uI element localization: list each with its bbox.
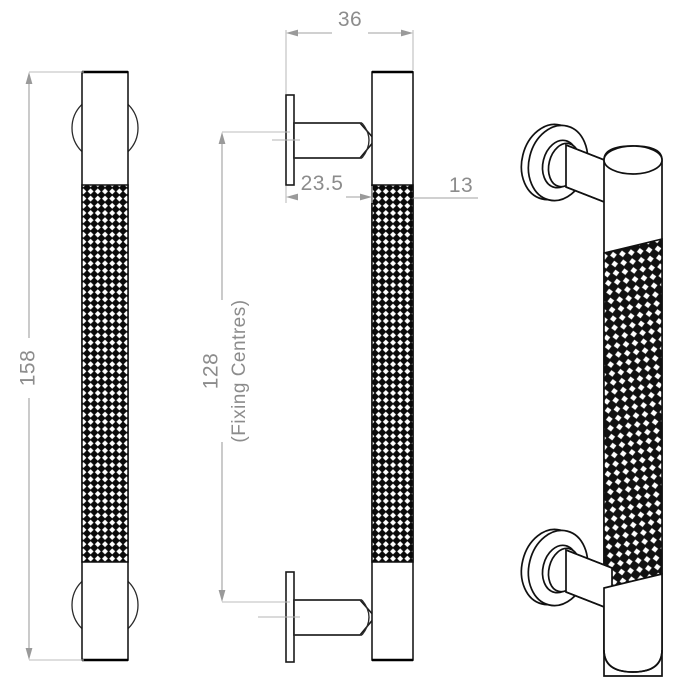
dimension-label-158: 158: [17, 350, 40, 387]
iso-bottom-stem-upper-edge: [565, 549, 613, 569]
side-view-top-stem-radius: [361, 122, 370, 159]
dimension-projection: 36: [285, 8, 414, 94]
dimension-label-235: 23.5: [301, 172, 344, 195]
dimension-label-128: 128: [200, 353, 223, 390]
iso-bar-top-face: [603, 145, 663, 175]
front-view: [71, 70, 139, 662]
iso-knurl-section: [603, 237, 663, 590]
dimension-note-fixing-centres: (Fixing Centres): [229, 299, 250, 442]
side-view-bottom-stem: [293, 599, 377, 636]
arrowhead-235-left: [286, 193, 298, 201]
iso-bar-bottom-plain: [603, 572, 663, 673]
dimension-label-36: 36: [338, 8, 362, 31]
arrowhead-158-top: [25, 72, 33, 84]
dimension-label-13: 13: [449, 174, 473, 197]
front-view-knurl-section: [81, 184, 129, 563]
side-view-knurl-section: [371, 184, 414, 563]
side-view-top-stem: [293, 122, 377, 159]
side-view: [258, 70, 414, 663]
arrowhead-128-top: [218, 132, 226, 144]
iso-view: [520, 123, 663, 677]
arrowhead-36-left: [286, 29, 298, 37]
arrowhead-235-right: [360, 193, 372, 201]
side-view-bottom-stem-radius: [361, 599, 370, 636]
arrowhead-128-bottom: [218, 590, 226, 602]
arrowhead-36-right: [401, 29, 413, 37]
dimension-fixing-centres: 128 (Fixing Centres): [200, 131, 290, 603]
arrowhead-158-bottom: [25, 648, 33, 660]
iso-bar-bottom-face: [603, 649, 663, 673]
dimension-overall-length: 158: [17, 71, 84, 661]
dimension-stem-offset: 23.5: [285, 172, 373, 203]
dimension-bar-diameter: 13: [413, 174, 478, 199]
